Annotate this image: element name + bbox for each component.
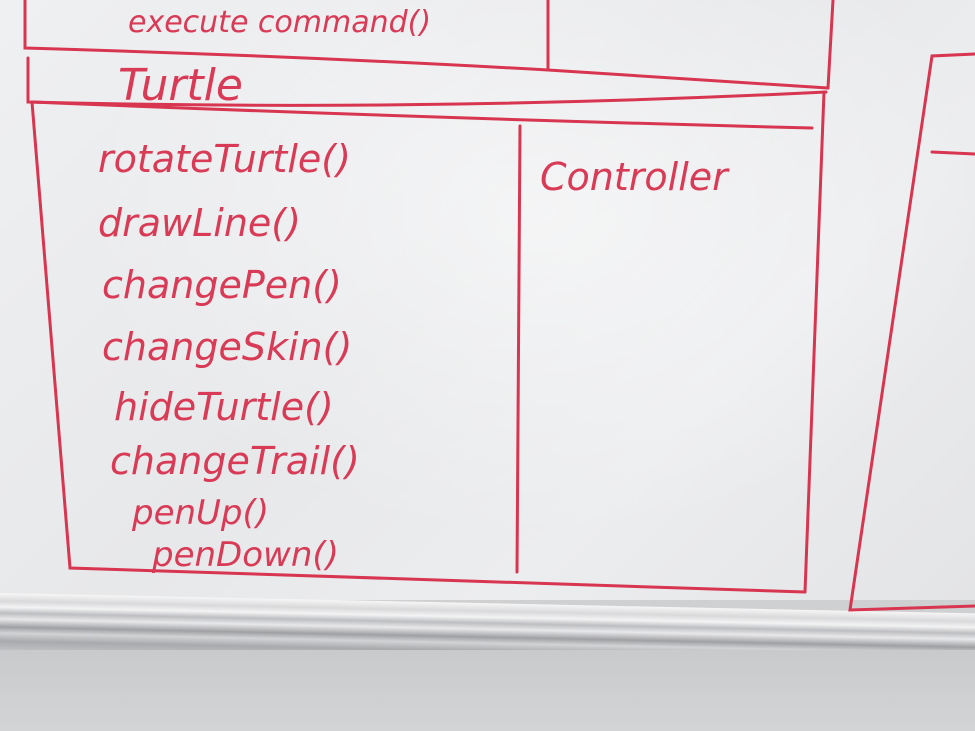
right-partial-card (848, 52, 975, 612)
upper-card-border (23, 0, 830, 90)
card-outline-left-bottom (30, 100, 807, 594)
card-header-border (26, 56, 828, 107)
card-title-underline (30, 100, 814, 130)
wall-below-board (0, 650, 975, 731)
light-glare (0, 0, 975, 600)
responsibilities-divider (515, 124, 522, 574)
collaborator-text: Controller (540, 155, 730, 199)
method-item: changePen() (102, 263, 342, 307)
method-item: hideTurtle() (114, 385, 334, 429)
method-item: rotateTurtle() (98, 137, 351, 181)
card-outline-right (803, 90, 826, 594)
upper-method-text: execute command() (128, 5, 431, 40)
method-item: drawLine() (98, 201, 301, 245)
method-item: penUp() (131, 493, 269, 533)
right-card-outline (848, 52, 975, 612)
class-name-title: Turtle (118, 60, 243, 111)
method-item: changeTrail() (110, 439, 360, 483)
upper-card-right-edge (826, 0, 835, 90)
method-item: penDown() (151, 535, 339, 575)
responsibilities-list: rotateTurtle() drawLine() changePen() ch… (98, 137, 360, 575)
upper-card: execute command() (23, 0, 835, 90)
turtle-crc-card: Turtle rotateTurtle() drawLine() changeP… (26, 56, 828, 594)
right-card-header-line (930, 150, 975, 156)
method-item: changeSkin() (102, 325, 352, 369)
